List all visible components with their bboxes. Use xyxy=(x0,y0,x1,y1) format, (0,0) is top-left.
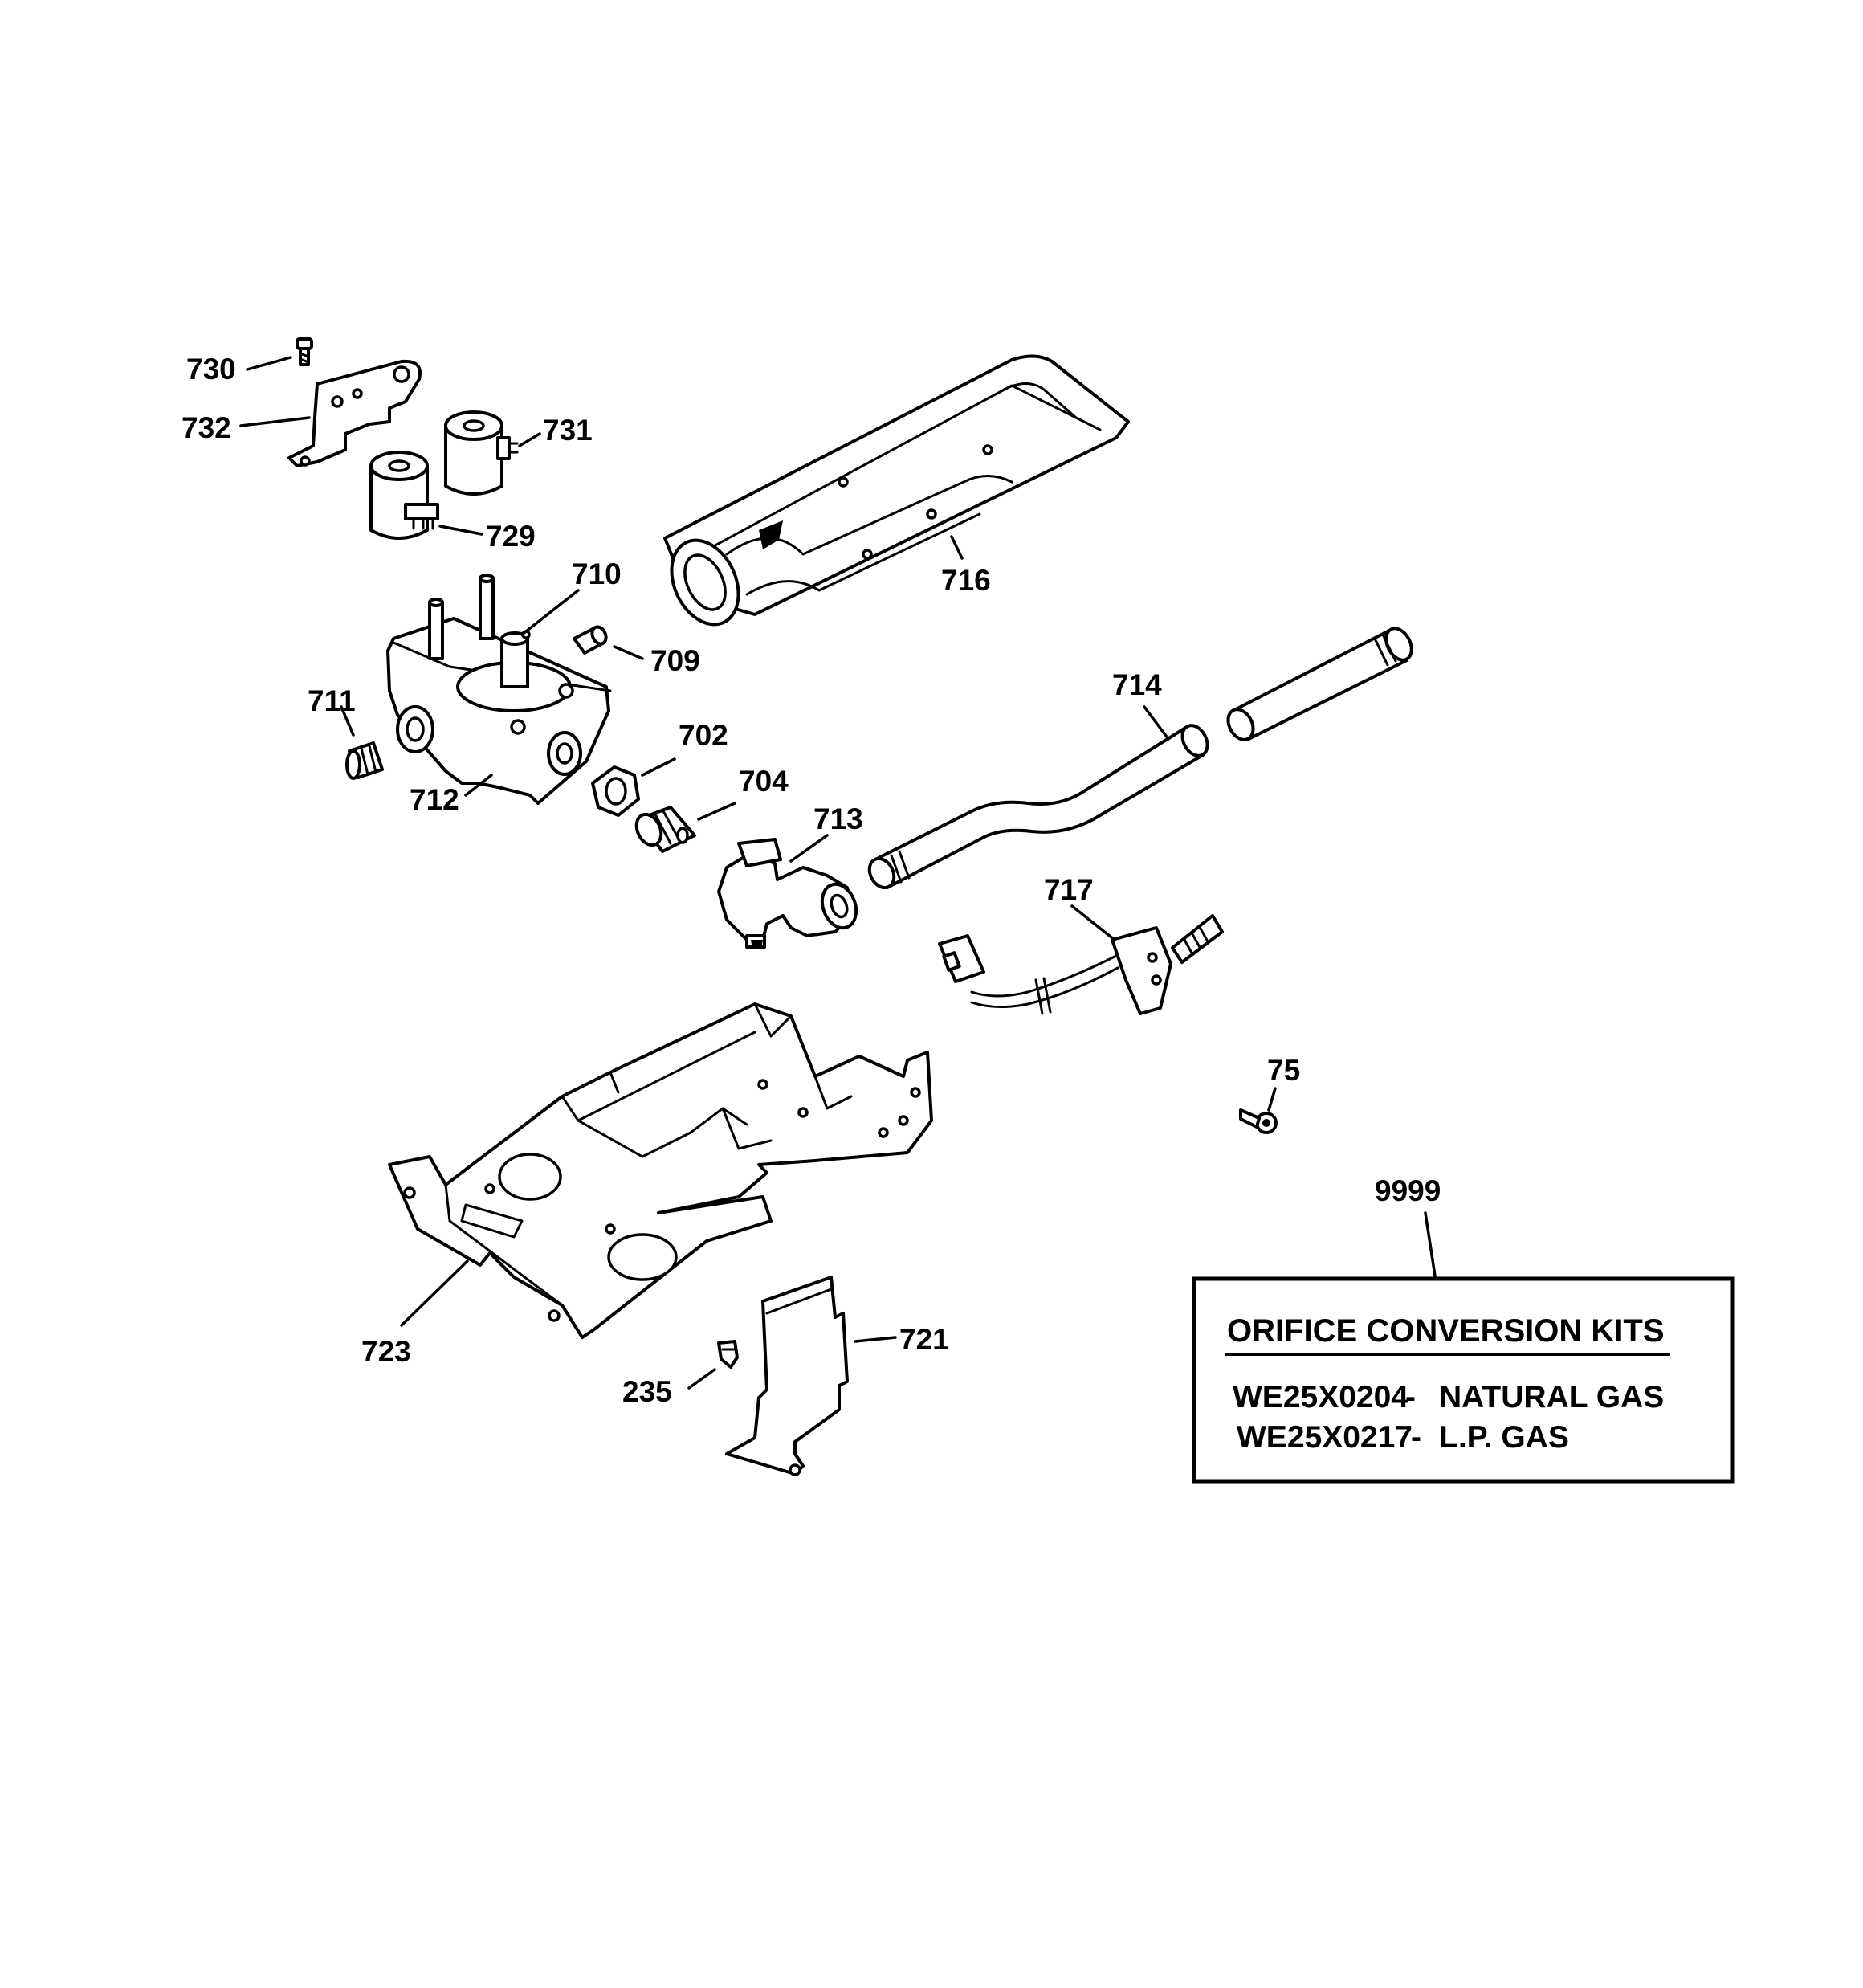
kit-row-desc-lp: L.P. GAS xyxy=(1439,1420,1569,1455)
callout-730: 730 xyxy=(186,353,236,386)
leader-732 xyxy=(239,416,311,427)
part-702-nut xyxy=(591,765,640,817)
leader-721 xyxy=(854,1336,897,1343)
part-713-elbow xyxy=(717,838,858,949)
part-721-shield xyxy=(725,1276,849,1476)
part-710-valve xyxy=(386,574,612,805)
callout-731: 731 xyxy=(543,414,593,447)
leader-710 xyxy=(520,589,580,636)
callout-723: 723 xyxy=(361,1335,411,1368)
part-704-orifice xyxy=(634,806,696,853)
callout-717: 717 xyxy=(1044,873,1094,906)
callout-711: 711 xyxy=(308,684,356,717)
part-711-fitting xyxy=(345,741,384,780)
part-75-screw xyxy=(1239,1108,1278,1134)
leader-713 xyxy=(789,834,829,863)
callout-702: 702 xyxy=(679,719,728,752)
leader-702 xyxy=(641,757,676,777)
callout-704: 704 xyxy=(739,765,789,798)
leader-9999 xyxy=(1424,1211,1437,1283)
callout-235: 235 xyxy=(622,1375,672,1408)
part-723-bracket xyxy=(388,1002,933,1339)
callout-9999: 9999 xyxy=(1375,1174,1441,1207)
kit-row-desc-natural: NATURAL GAS xyxy=(1439,1380,1664,1414)
kit-box-title: ORIFICE CONVERSION KITS xyxy=(1227,1313,1665,1349)
leader-730 xyxy=(246,356,292,371)
kit-row-part-natural: WE25X0204 xyxy=(1233,1380,1408,1414)
leader-717 xyxy=(1070,904,1116,941)
part-235-screw xyxy=(717,1340,739,1369)
kit-row-sep-natural: - xyxy=(1405,1380,1416,1414)
callout-716: 716 xyxy=(941,564,991,597)
part-730-screw xyxy=(296,337,313,366)
part-731-coil xyxy=(444,410,519,496)
part-729-coil xyxy=(369,451,439,540)
callout-713: 713 xyxy=(813,802,863,835)
leader-731 xyxy=(518,432,541,447)
part-714-tube-straight xyxy=(1226,627,1413,741)
callout-709: 709 xyxy=(650,644,700,677)
callout-75: 75 xyxy=(1267,1054,1300,1087)
leader-712 xyxy=(464,774,493,797)
leader-235 xyxy=(687,1368,716,1390)
kit-box: ORIFICE CONVERSION KITS WE25X0204 - NATU… xyxy=(1192,1276,1735,1484)
part-714-tube xyxy=(867,724,1209,890)
leader-729 xyxy=(438,525,483,536)
callout-712: 712 xyxy=(410,783,459,816)
leader-711 xyxy=(340,705,355,737)
callout-729: 729 xyxy=(486,520,536,553)
callout-714: 714 xyxy=(1112,668,1162,701)
leader-723 xyxy=(400,1259,469,1327)
leader-75 xyxy=(1267,1087,1277,1112)
leader-714 xyxy=(1143,705,1170,741)
callout-732: 732 xyxy=(181,411,231,444)
kit-row-part-lp: WE25X0217 xyxy=(1237,1420,1413,1455)
callout-721: 721 xyxy=(899,1323,949,1356)
kit-row-sep-lp: - xyxy=(1411,1420,1421,1455)
part-732-bracket xyxy=(287,359,422,467)
leader-704 xyxy=(697,802,736,821)
part-717-igniter xyxy=(938,914,1224,1015)
leader-709 xyxy=(613,645,644,660)
part-709-orifice xyxy=(573,625,608,655)
leader-716 xyxy=(950,535,964,560)
part-716-burner xyxy=(663,354,1130,627)
callout-710: 710 xyxy=(572,557,622,590)
